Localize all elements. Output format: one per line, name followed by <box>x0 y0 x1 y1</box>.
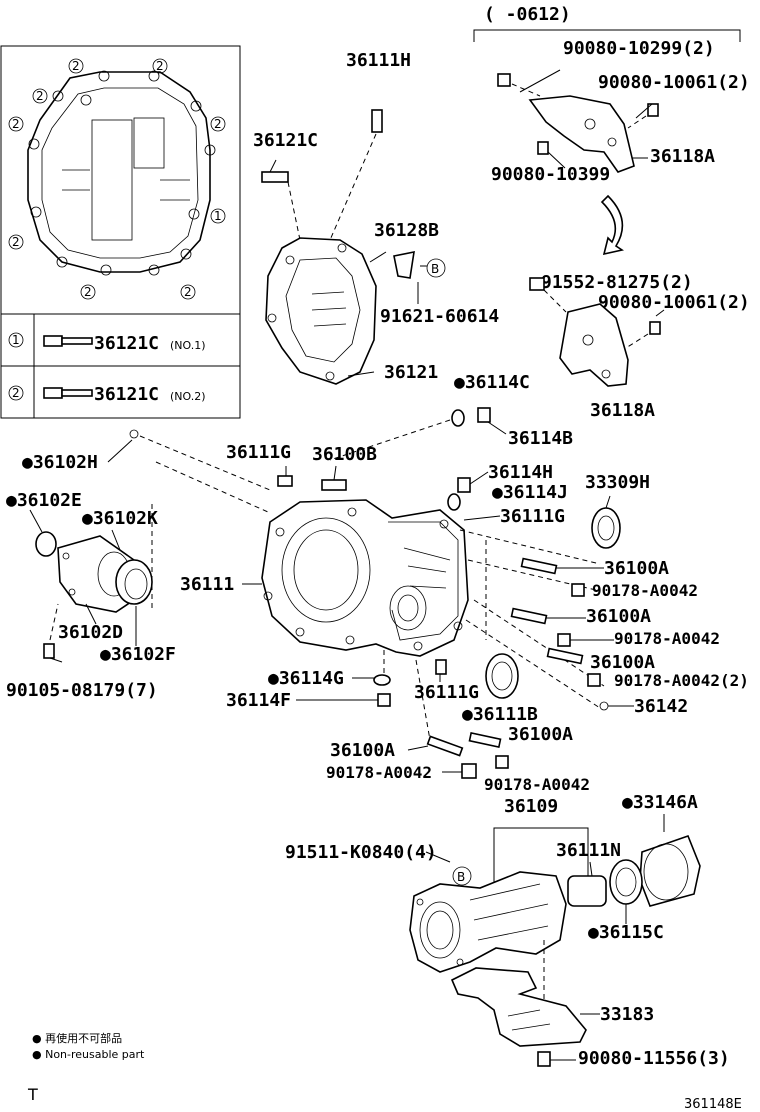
label-91621: 91621-60614 <box>380 306 499 327</box>
label-33309H: 33309H <box>585 472 650 493</box>
svg-text:2: 2 <box>36 89 44 103</box>
label-91511: 91511-K0840(4) <box>285 842 437 863</box>
label-36100A-1: 36100A <box>604 558 669 579</box>
label-36111B: ●36111B <box>462 704 538 725</box>
label-90080-10061-b: 90080-10061(2) <box>598 292 750 313</box>
label-36109: 36109 <box>504 796 558 817</box>
label-90080-10061-a: 90080-10061(2) <box>598 72 750 93</box>
label-36102K: ●36102K <box>82 508 158 529</box>
label-36100A-3: 36100A <box>590 652 655 673</box>
marker-circle-2: 2 <box>152 58 168 74</box>
marker-circle-2: 2 <box>80 284 96 300</box>
label-no1: (NO.1) <box>170 339 206 352</box>
label-36118A-a: 36118A <box>650 146 715 167</box>
label-36121: 36121 <box>384 362 438 383</box>
svg-text:1: 1 <box>12 333 20 347</box>
svg-text:B: B <box>431 262 439 276</box>
label-36102D: 36102D <box>58 622 123 643</box>
label-36121C-no2: 36121C <box>94 384 159 405</box>
inset-row-2: 2 36121C (NO.2) <box>8 384 206 405</box>
label-36115C: ●36115C <box>588 922 664 943</box>
label-36121C: 36121C <box>253 130 318 151</box>
cover-36121-group: 36111H 36121C 36128B B 91621-60614 36121 <box>253 50 499 385</box>
label-36128B: 36128B <box>374 220 439 241</box>
label-91552: 91552-81275(2) <box>541 272 693 293</box>
marker-circle-2: 2 <box>180 284 196 300</box>
svg-text:B: B <box>457 870 465 884</box>
label-90178-2: 90178-A0042 <box>614 629 720 648</box>
legend: ● 再使用不可部品 ● Non-reusable part <box>32 1031 145 1061</box>
housing-36111-group: ●36114C 36114B 36111G 36100B 36114H ●361… <box>180 372 749 794</box>
svg-text:2: 2 <box>12 386 20 400</box>
marker-circle-2: 2 <box>32 88 48 104</box>
marker-circle-2: 2 <box>8 234 24 250</box>
label-36114H: 36114H <box>488 462 553 483</box>
bracket-group-0612: ( -0612) 90080-10299(2) 90080-10061(2) 3… <box>473 4 750 421</box>
svg-text:1: 1 <box>214 209 222 223</box>
label-36111H: 36111H <box>346 50 411 71</box>
label-90080-11556: 90080-11556(3) <box>578 1048 730 1069</box>
inset-markers: 2 2 2 2 2 1 2 2 2 <box>8 58 226 300</box>
svg-text:2: 2 <box>184 285 192 299</box>
svg-text:2: 2 <box>156 59 164 73</box>
label-36121C-no1: 36121C <box>94 333 159 354</box>
label-36111G-b: 36111G <box>500 506 565 527</box>
footer-left-mark: T <box>27 1085 38 1104</box>
label-36100A-5: 36100A <box>330 740 395 761</box>
label-36114J: ●36114J <box>492 482 568 503</box>
legend-jp: ● 再使用不可部品 <box>32 1031 122 1045</box>
diagram-code: 361148E <box>684 1097 742 1112</box>
label-36114C: ●36114C <box>454 372 530 393</box>
label-36111G-c: 36111G <box>414 682 479 703</box>
legend-en: ● Non-reusable part <box>32 1048 145 1061</box>
label-36100A-2: 36100A <box>586 606 651 627</box>
label-33183: 33183 <box>600 1004 654 1025</box>
label-36114G: ●36114G <box>268 668 344 689</box>
label-36114F: 36114F <box>226 690 291 711</box>
svg-text:2: 2 <box>12 235 20 249</box>
svg-text:2: 2 <box>72 59 80 73</box>
label-33146A: ●33146A <box>622 792 698 813</box>
label-90178-5: 90178-A0042 <box>484 775 590 794</box>
svg-text:2: 2 <box>214 117 222 131</box>
label-no2: (NO.2) <box>170 390 206 403</box>
label-36100A-4: 36100A <box>508 724 573 745</box>
label-90080-10299: 90080-10299(2) <box>563 38 715 59</box>
inset-panel: 2 2 2 2 2 1 2 2 2 1 36121C (NO.1) 2 3612… <box>0 45 241 419</box>
label-90105: 90105-08179(7) <box>6 680 158 701</box>
svg-text:2: 2 <box>12 117 20 131</box>
extension-36109-group: 36109 ●33146A 91511-K0840(4) B 36111N ●3… <box>285 792 730 1069</box>
label-36102E: ●36102E <box>6 490 82 511</box>
inset-row-1: 1 36121C (NO.1) <box>8 332 206 354</box>
label-90080-10399: 90080-10399 <box>491 164 610 185</box>
label-90178-1: 90178-A0042 <box>592 581 698 600</box>
marker-circle-2: 2 <box>8 116 24 132</box>
marker-circle-2: 2 <box>210 116 226 132</box>
label-36114B: 36114B <box>508 428 573 449</box>
label-90178-4: 90178-A0042 <box>326 763 432 782</box>
label-36142: 36142 <box>634 696 688 717</box>
label-36118A-b: 36118A <box>590 400 655 421</box>
label-36100B: 36100B <box>312 444 377 465</box>
label-36111: 36111 <box>180 574 234 595</box>
label-36111N: 36111N <box>556 840 621 861</box>
marker-circle-2: 2 <box>68 58 84 74</box>
label-90178-3: 90178-A0042(2) <box>614 671 749 690</box>
label-36102H: ●36102H <box>22 452 98 473</box>
pinion-retainer-group: ●36102H ●36102E ●36102K 36102D ●36102F 9… <box>6 429 271 701</box>
svg-text:2: 2 <box>84 285 92 299</box>
label-36102F: ●36102F <box>100 644 176 665</box>
period-label: ( -0612) <box>484 4 571 25</box>
marker-circle-1: 1 <box>210 208 226 224</box>
label-36111G-a: 36111G <box>226 442 291 463</box>
